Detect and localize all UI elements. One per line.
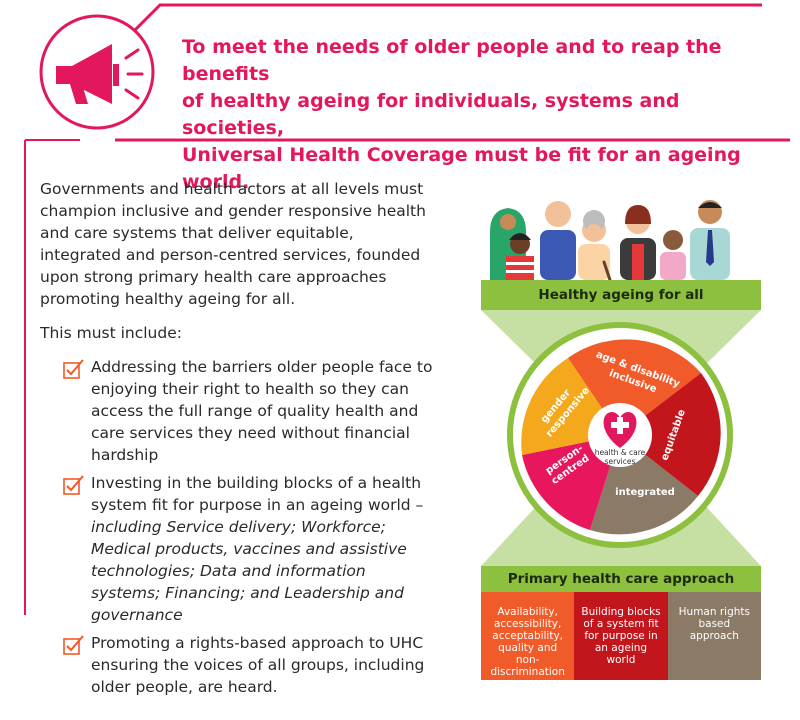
- top-banner: Healthy ageing for all: [481, 280, 761, 310]
- list-item: Investing in the building blocks of a he…: [63, 472, 438, 626]
- body-column: Governments and health actors at all lev…: [40, 178, 438, 704]
- lead-text: This must include:: [40, 324, 182, 342]
- segment-equitable: [620, 373, 721, 496]
- people-illustration: [490, 200, 730, 282]
- checkbox-icon: [63, 475, 84, 495]
- heart-plus-icon: [603, 412, 637, 448]
- center-label-2: services: [605, 457, 636, 466]
- column-human-rights: Human rights based approach: [667, 592, 761, 680]
- headline: To meet the needs of older people and to…: [182, 34, 782, 196]
- list-item-text: Promoting a rights-based approach to UHC…: [91, 634, 425, 696]
- headline-line-2: of healthy ageing for individuals, syste…: [182, 90, 680, 139]
- segment-person-centred: [522, 435, 620, 530]
- list-item-text: Addressing the barriers older people fac…: [91, 358, 433, 464]
- list-item-italic: including Service delivery; Workforce; M…: [91, 518, 407, 624]
- megaphone-icon: [39, 14, 155, 130]
- column-availability: Availability, accessibility, acceptabili…: [481, 592, 575, 680]
- checkbox-icon: [63, 635, 84, 655]
- list-item-text: Investing in the building blocks of a he…: [91, 474, 424, 514]
- center-label-1: health & care: [595, 448, 646, 457]
- segment-label: integrated: [615, 487, 675, 498]
- headline-line-1: To meet the needs of older people and to…: [182, 36, 722, 85]
- approach-columns: Availability, accessibility, acceptabili…: [481, 592, 761, 680]
- headline-line-3: Universal Health Coverage must be fit fo…: [182, 144, 741, 193]
- checkbox-icon: [63, 359, 84, 379]
- bottom-banner: Primary health care approach: [481, 566, 761, 592]
- column-building-blocks: Building blocks of a system fit for purp…: [574, 592, 668, 680]
- check-list: Addressing the barriers older people fac…: [40, 356, 438, 698]
- wheel: health & care services age & disability …: [521, 339, 721, 535]
- list-item: Promoting a rights-based approach to UHC…: [63, 632, 438, 698]
- intro-paragraph: Governments and health actors at all lev…: [40, 180, 426, 308]
- segment-age-disability: [568, 339, 701, 435]
- list-item: Addressing the barriers older people fac…: [63, 356, 438, 466]
